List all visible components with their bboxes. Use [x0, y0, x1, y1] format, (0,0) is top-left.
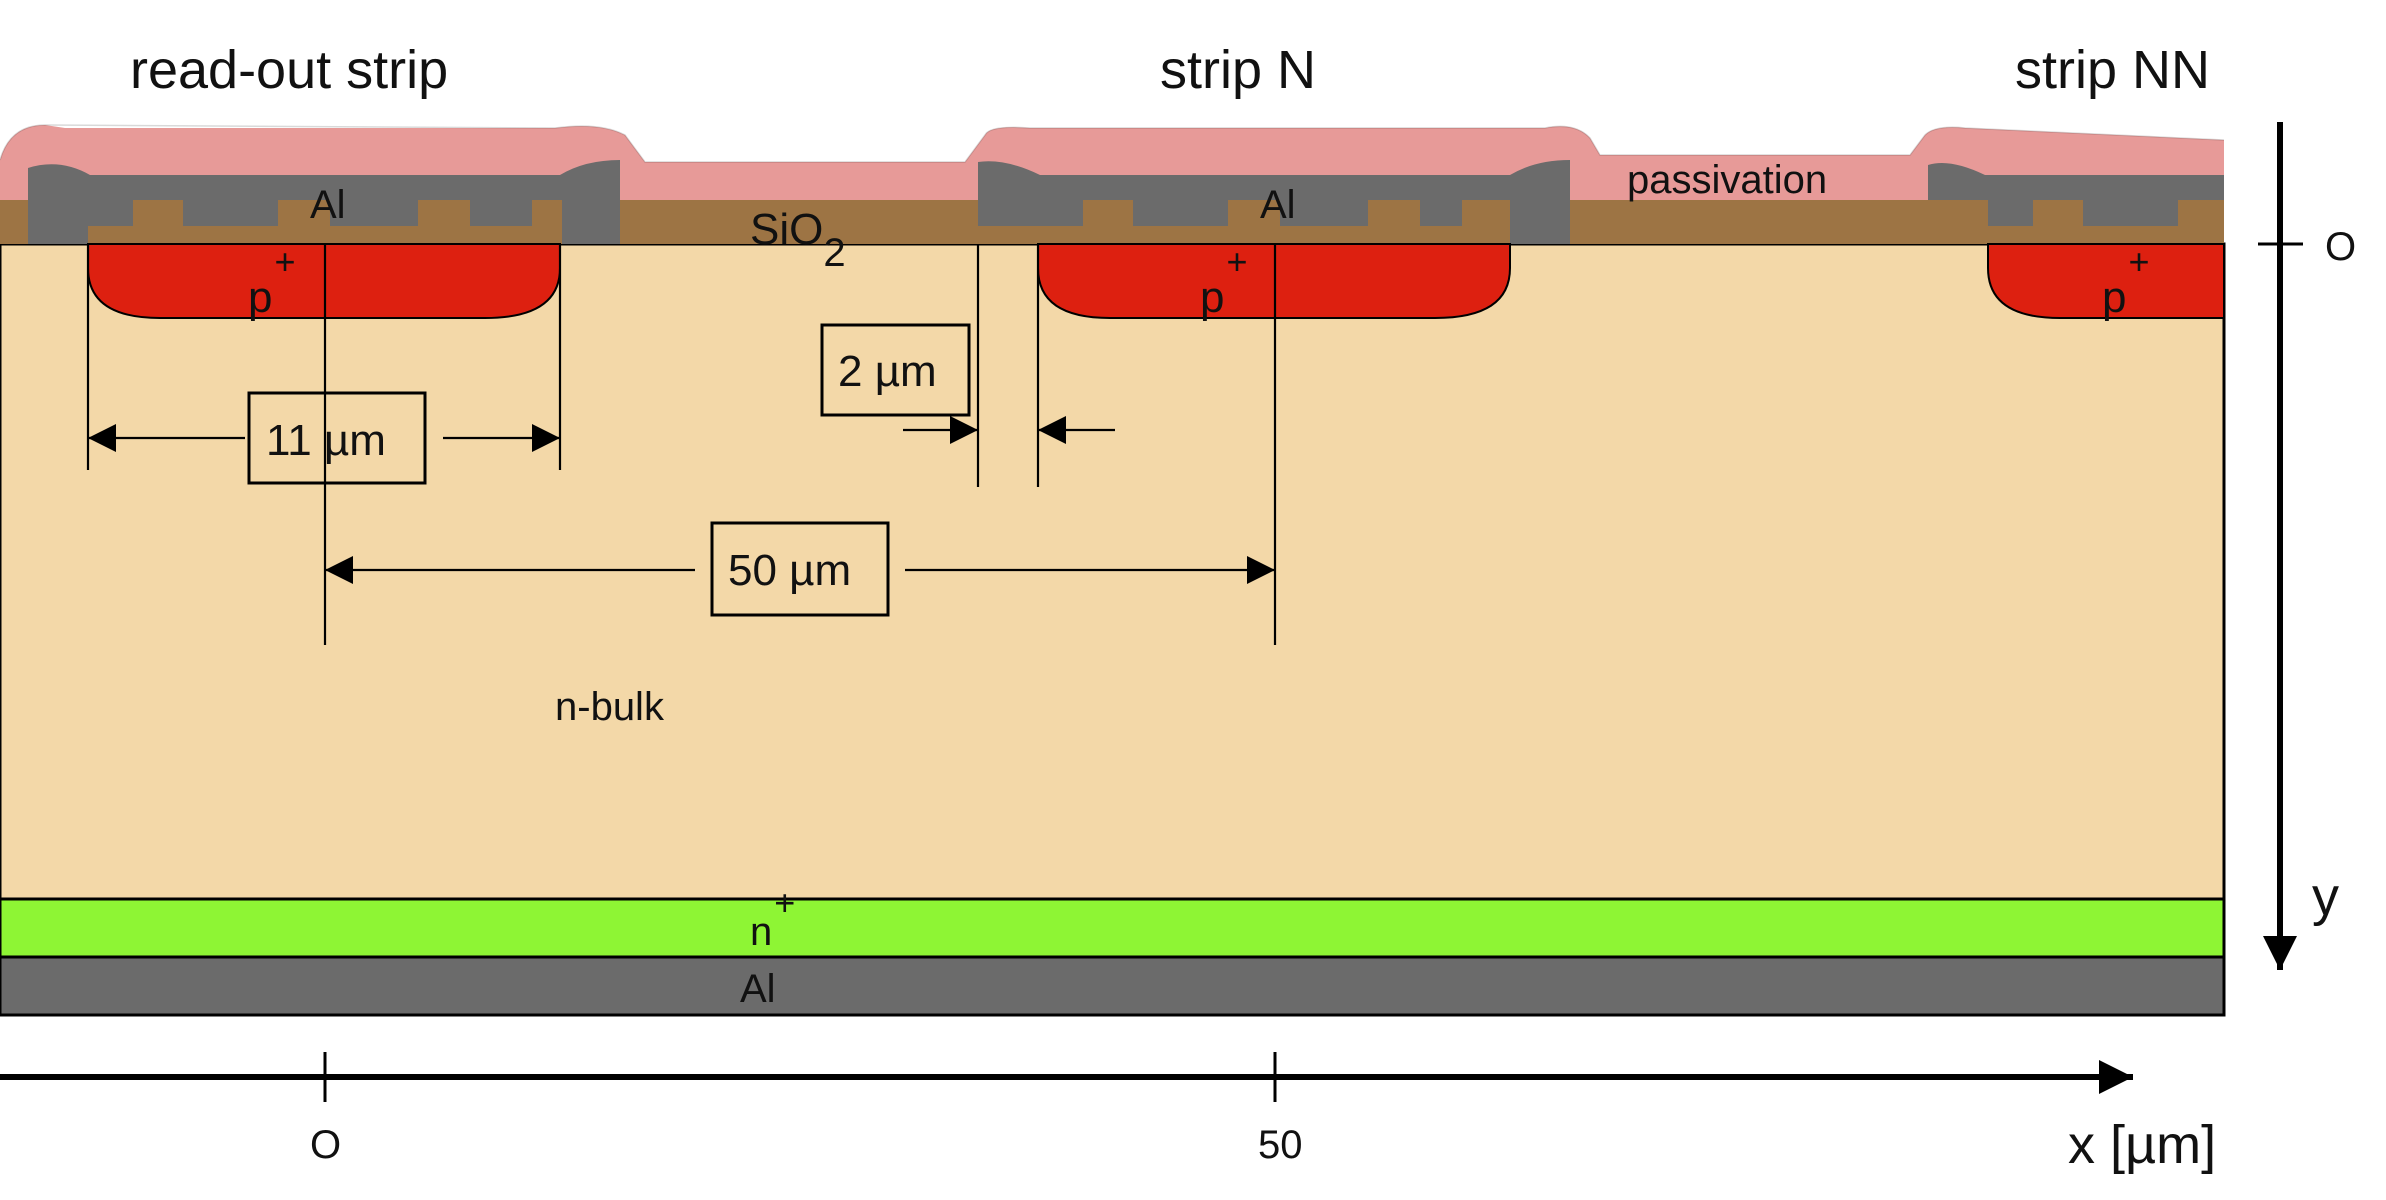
back-al-label: Al [740, 967, 776, 1011]
n-plus-label: n+ [750, 882, 795, 954]
aluminium-strip-n [978, 160, 1570, 200]
n-bulk-label: n-bulk [555, 685, 665, 729]
x-tick-label-origin: O [310, 1123, 341, 1167]
aluminium-strip-nn [1928, 162, 2224, 200]
x-tick-label-50: 50 [1258, 1123, 1303, 1167]
aluminium-contacts-strip-n [978, 200, 1570, 244]
y-tick-label-origin: O [2325, 225, 2356, 269]
strip-nn-label: strip NN [2015, 40, 2210, 100]
p-plus-label-readout: p+ [248, 241, 296, 322]
strip-width-dimension: 11 µm [88, 391, 560, 485]
x-axis: O 50 x [µm] [0, 1052, 2216, 1175]
passivation-outline [0, 124, 2225, 163]
n-bulk-region [0, 242, 2226, 901]
strip-width-label: 11 µm [266, 416, 386, 465]
sio2-subscript: 2 [823, 231, 845, 275]
sio2-label: SiO2 [750, 205, 846, 275]
readout-strip-label: read-out strip [130, 40, 448, 100]
p-plus-implant-strip-nn [1987, 243, 2225, 319]
gap-dimension: 2 µm [820, 323, 1115, 444]
strip-n-label: strip N [1160, 40, 1316, 100]
back-aluminium-layer [0, 955, 2226, 1017]
p-plus-label-strip-nn: p+ [2102, 241, 2150, 322]
aluminium-readout-strip [28, 160, 620, 200]
aluminium-contacts-readout [28, 200, 620, 244]
n-plus-layer [0, 897, 2226, 959]
gap-label: 2 µm [838, 347, 937, 396]
y-axis-label: y [2312, 867, 2339, 927]
pitch-dimension: 50 µm [325, 521, 1275, 617]
x-axis-label: x [µm] [2068, 1115, 2216, 1175]
passivation-label: passivation [1627, 158, 1827, 202]
al-label-strip-n: Al [1260, 183, 1296, 227]
y-axis: O y [2258, 122, 2356, 970]
p-plus-label-strip-n: p+ [1200, 241, 1248, 322]
aluminium-contacts-strip-nn [1988, 200, 2178, 226]
al-label-readout: Al [310, 183, 346, 227]
pitch-label: 50 µm [728, 546, 851, 595]
